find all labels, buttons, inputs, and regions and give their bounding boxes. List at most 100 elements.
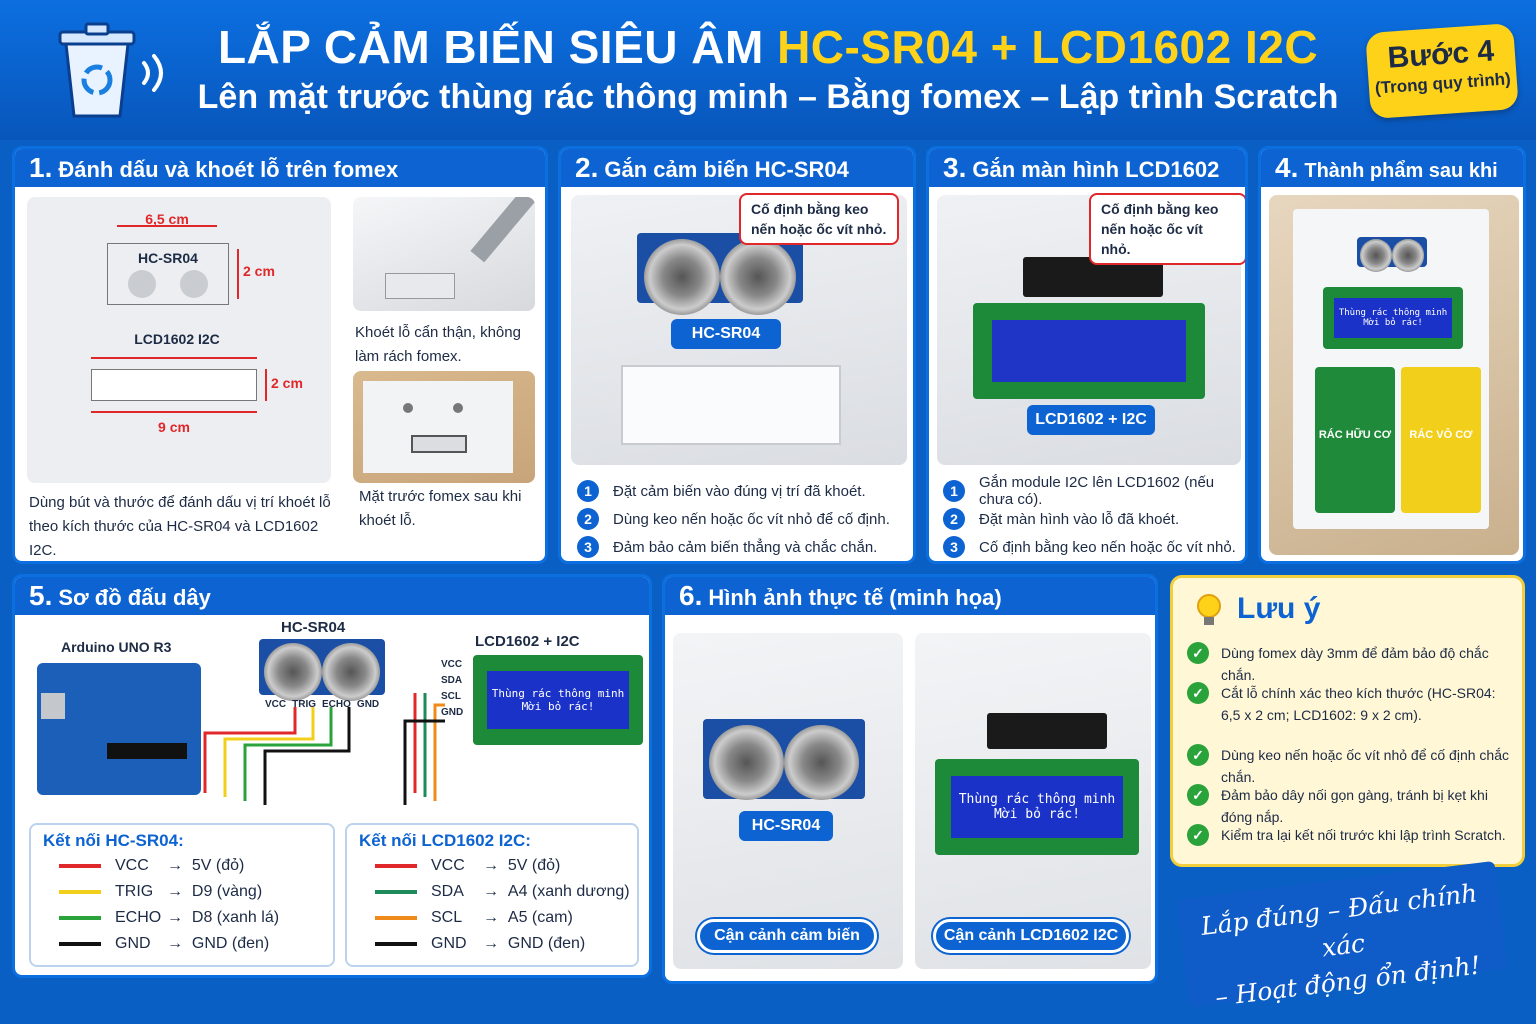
sensor-closeup-caption: Cận cảnh cảm biến [697,919,877,953]
hc-sr04-module [637,233,803,315]
check-icon: ✓ [1187,824,1209,846]
title-highlight: HC-SR04 + LCD1602 I2C [777,21,1319,73]
chip [107,743,187,759]
fomex-board [363,381,513,473]
panel-title: 4.Thành phẩm sau khi lắp [1261,149,1523,220]
legend-title: Kết nối HC-SR04: [43,831,184,850]
cut-slot [385,273,455,299]
check-icon: ✓ [1187,744,1209,766]
transducer [720,238,797,315]
lightbulb-icon [1197,594,1221,625]
title-text: LẮP CẢM BIẾN SIÊU ÂM [217,21,778,73]
inorganic-bin-label: RÁC VÔ CƠ [1409,429,1473,441]
panel-title: 2.Gắn cảm biến HC-SR04 [561,149,913,187]
legend-row: TRIG→ D9 (vàng) [59,883,262,901]
panel-attach-lcd: 3.Gắn màn hình LCD1602 I2C LCD1602 + I2C… [926,146,1248,564]
lcd1602-module [973,303,1205,399]
notes-title: Lưu ý [1237,592,1321,625]
check-icon: ✓ [1187,642,1209,664]
caption-cut: Khoét lỗ cẩn thận, không làm rách fomex. [355,324,521,365]
legend-title: Kết nối LCD1602 I2C: [359,831,531,850]
lcd-line-1: Thùng rác thông minh [1338,308,1448,318]
label-lcd1602: LCD1602 I2C [134,331,220,347]
hole [128,270,156,298]
panel-title: 6.Hình ảnh thực tế (minh họa) [665,577,1155,615]
signal-wave-icon [142,54,163,92]
note-item: ✓Kiểm tra lại kết nối trước khi lập trìn… [1187,824,1517,846]
mount-callout: Cố định bằng keo nến hoặc ốc vít nhỏ. [739,193,899,245]
check-icon: ✓ [1187,682,1209,704]
inorganic-bin: RÁC VÔ CƠ [1401,367,1481,513]
dimension-line [91,411,257,413]
dimension-line [117,225,217,227]
dimension-height-1: 2 cm [243,263,275,279]
hc-sr04-diagram [259,639,385,702]
page-title: LẮP CẢM BIẾN SIÊU ÂM HC-SR04 + LCD1602 I… [0,20,1536,74]
caption-front: Mặt trước fomex sau khi khoét lỗ. [359,488,522,529]
organic-bin-label: RÁC HỮU CƠ [1318,429,1392,441]
lcd-cutout-outline [91,369,257,401]
legend-hc-sr04: Kết nối HC-SR04: VCC→ 5V (đỏ) TRIG→ D9 (… [29,823,335,967]
transducer [643,238,720,315]
wiring-lines [203,693,445,805]
panel-title: 1.Đánh dấu và khoét lỗ trên fomex [15,149,545,187]
cutting-photo [353,197,535,311]
lcd-line-2: Mời bỏ rác! [521,700,595,713]
arduino-label: Arduino UNO R3 [61,639,172,655]
panel-title: 3.Gắn màn hình LCD1602 I2C [929,149,1245,220]
legend-row: GND→ GND (đen) [59,935,269,953]
sensor-tag: HC-SR04 [739,811,833,841]
lcd-mounted-photo: LCD1602 + I2C [937,195,1241,465]
smart-bin-icon [58,22,136,118]
front-panel-photo [353,371,535,483]
dimension-line [237,249,239,299]
legend-row: SDA→ A4 (xanh dương) [375,883,630,901]
usb-port [41,693,65,719]
legend-row: VCC→ 5V (đỏ) [59,857,244,875]
panel-finished-product: 4.Thành phẩm sau khi lắp Thùng rác thông… [1258,146,1526,564]
sensor-closeup-photo: HC-SR04 [673,633,903,969]
organic-bin: RÁC HỮU CƠ [1315,367,1395,513]
panel-attach-sensor: 2.Gắn cảm biến HC-SR04 HC-SR04 Cố định b… [558,146,916,564]
arduino-board [37,663,201,795]
hole [453,403,463,413]
dimension-height-2: 2 cm [271,375,303,391]
caption-main: Dùng bút và thước để đánh dấu vị trí kho… [29,494,331,559]
label-hc-sr04: HC-SR04 [138,250,198,266]
step-badge: Bước 4 (Trong quy trình) [1365,22,1519,120]
lcd-label: LCD1602 + I2C [475,633,580,650]
hole [403,403,413,413]
note-item: ✓Cắt lỗ chính xác theo kích thước (HC-SR… [1187,682,1517,726]
hc-sr04-module [703,719,865,800]
dimension-width-1: 6,5 cm [145,211,189,227]
slogan-banner: Lắp đúng – Đấu chính xác – Hoạt động ổn … [1176,860,1508,1012]
fomex-marking-photo: HC-SR04 6,5 cm 2 cm LCD1602 I2C 2 cm 9 c… [27,197,331,483]
lcd-line-1: Thùng rác thông minh [491,687,625,700]
page-subtitle: Lên mặt trước thùng rác thông minh – Bằn… [197,78,1339,116]
lcd-cutout [621,365,841,445]
slot [411,435,467,453]
lcd-line-1: Thùng rác thông minh [958,792,1116,807]
cutter-knife-icon [470,197,535,263]
panel-mark-and-cut: 1.Đánh dấu và khoét lỗ trên fomex HC-SR0… [12,146,548,564]
sensor-cutout-outline: HC-SR04 [107,243,229,305]
header: LẮP CẢM BIẾN SIÊU ÂM HC-SR04 + LCD1602 I… [0,0,1536,140]
note-item: ✓Đảm bảo dây nối gọn gàng, tránh bị kẹt … [1187,784,1517,828]
mount-callout: Cố định bằng keo nến hoặc ốc vít nhỏ. [1089,193,1245,265]
sensor-tag: HC-SR04 [671,319,781,349]
dimension-width-2: 9 cm [158,419,190,435]
legend-row: SCL→ A5 (cam) [375,909,573,927]
dimension-line [265,369,267,401]
